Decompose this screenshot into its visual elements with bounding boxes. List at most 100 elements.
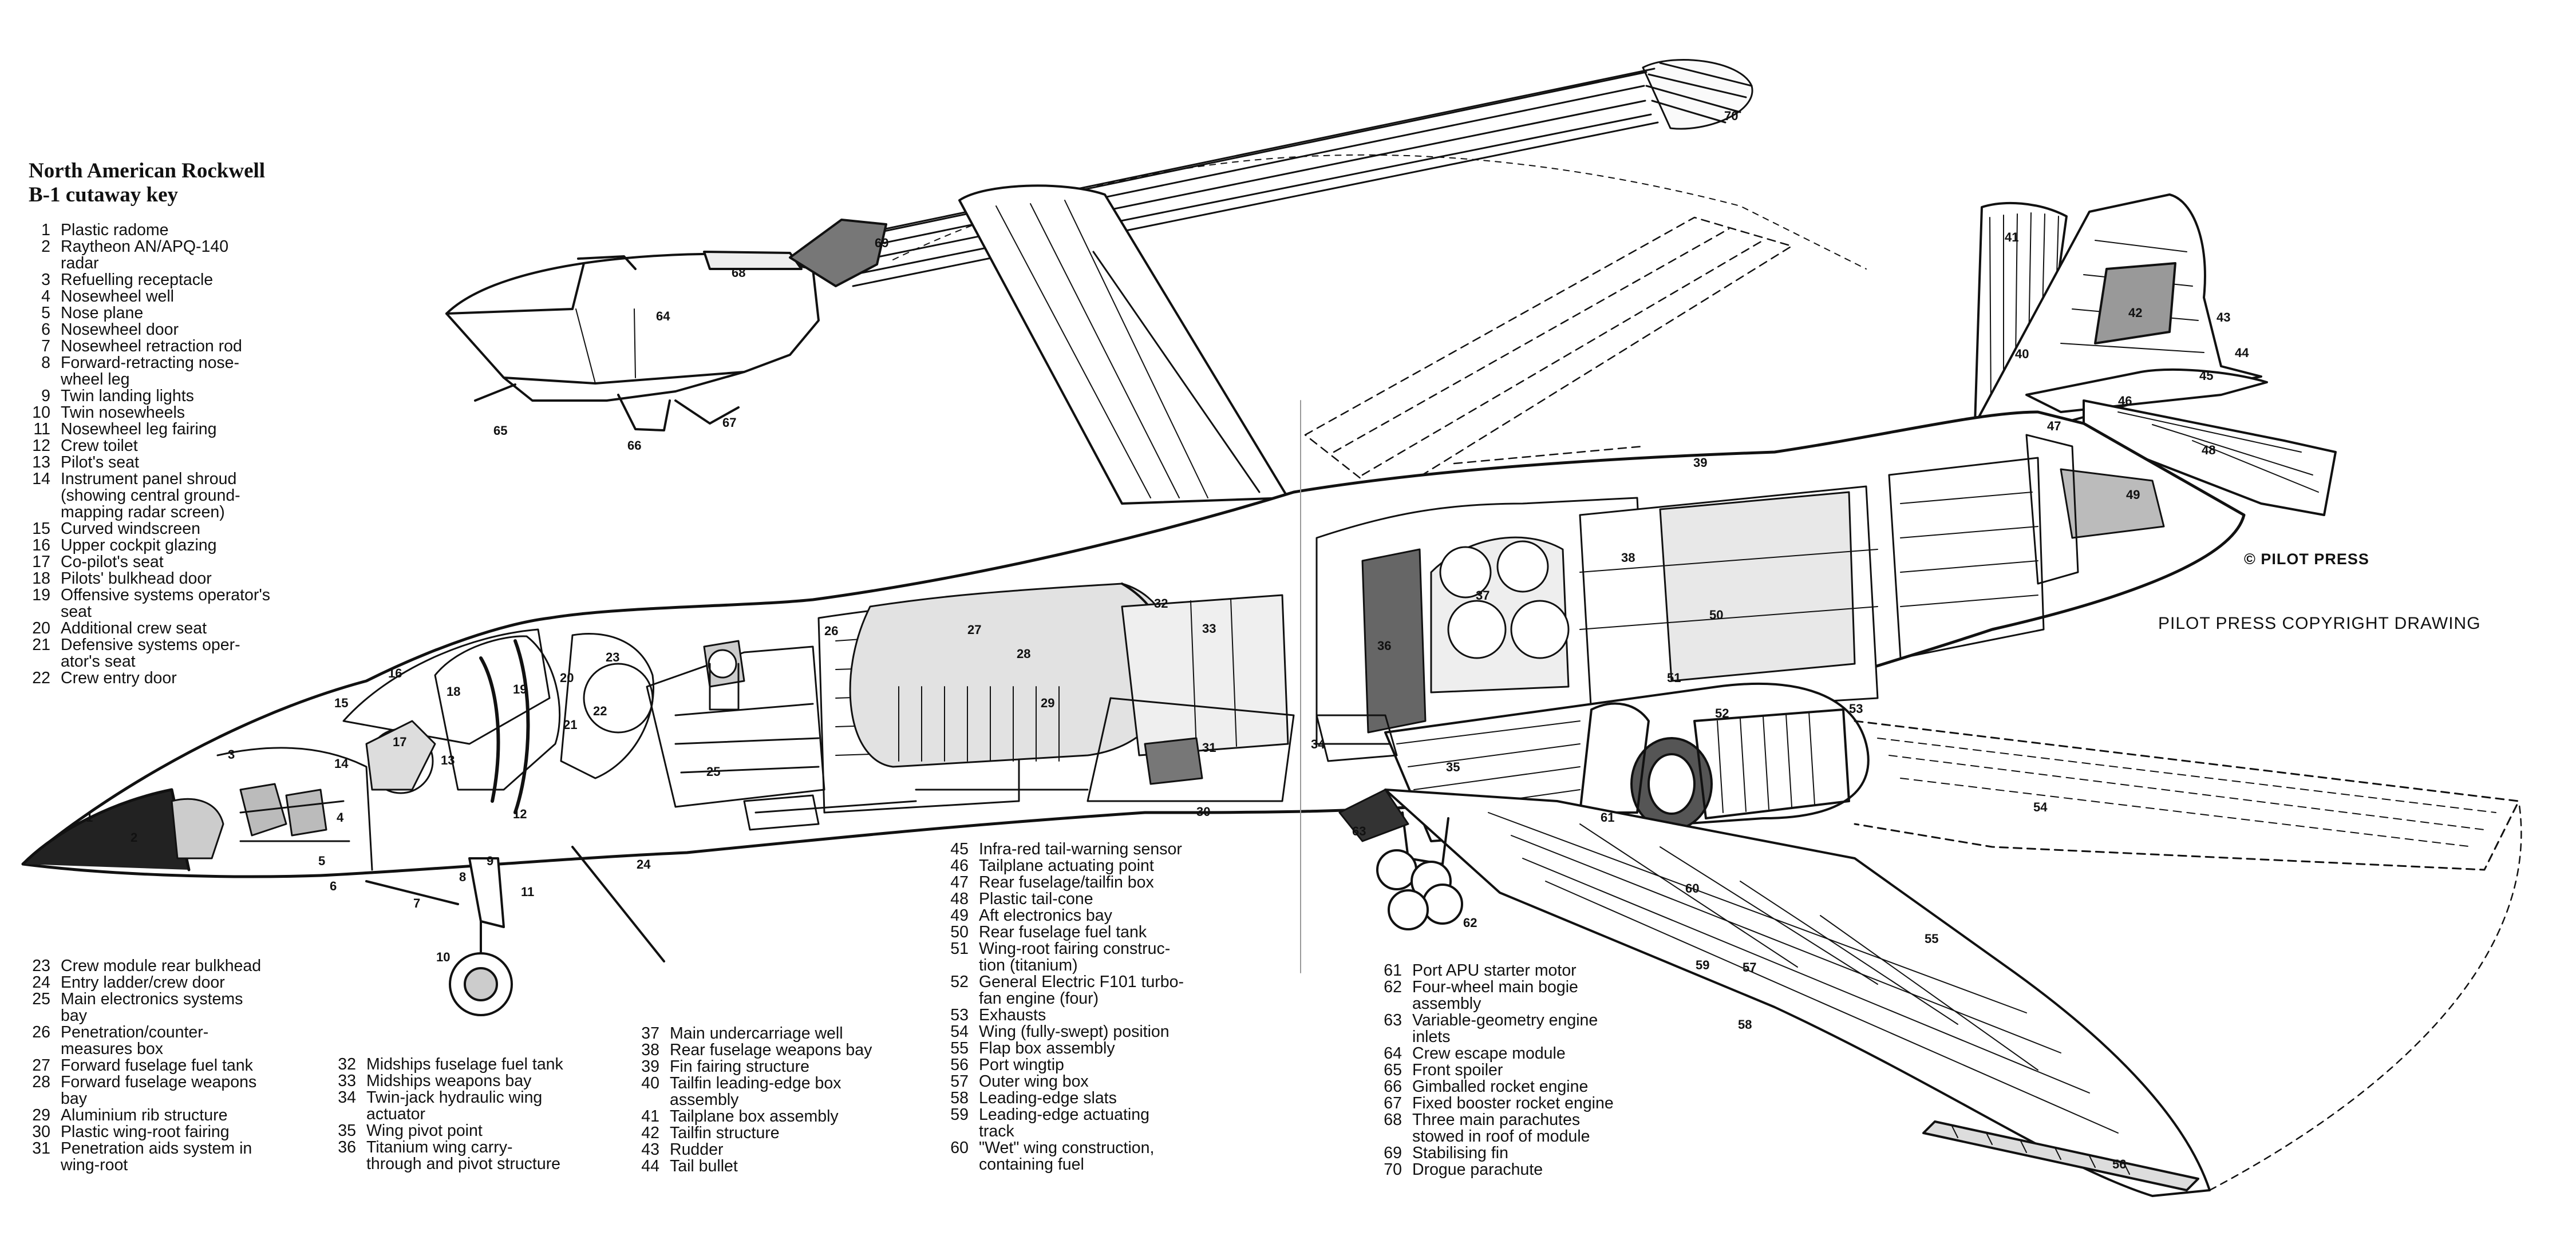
key-label-line: Refuelling receptacle: [61, 271, 214, 289]
key-label-line: measures box: [61, 1040, 164, 1058]
callout-22: 22: [593, 704, 607, 718]
key-label-line: Midships fuselage fuel tank: [366, 1055, 563, 1073]
callout-31: 31: [1202, 740, 1216, 755]
key-label-line: Port APU starter motor: [1412, 961, 1577, 980]
key-number: 36: [338, 1138, 356, 1156]
key-item-5: 5 Nose plane: [25, 305, 293, 322]
key-label-line: actuator: [366, 1105, 425, 1123]
key-number: 49: [950, 906, 969, 925]
key-label-line: Wing (fully-swept) position: [979, 1023, 1170, 1041]
key-label-line: Additional crew seat: [61, 619, 207, 637]
key-label-line: ator's seat: [61, 652, 136, 671]
callout-47: 47: [2047, 419, 2061, 433]
callout-13: 13: [441, 753, 455, 767]
key-label-line: Infra-red tail-warning sensor: [979, 840, 1182, 858]
key-number: 5: [41, 304, 50, 322]
key-number: 2: [41, 237, 50, 256]
key-label-line: Exhausts: [979, 1006, 1046, 1024]
callout-33: 33: [1202, 621, 1216, 636]
key-number: 25: [32, 990, 50, 1008]
key-number: 63: [1384, 1011, 1402, 1029]
key-label-line: Stabilising fin: [1412, 1144, 1508, 1162]
callout-6: 6: [330, 879, 337, 893]
callout-57: 57: [1743, 960, 1757, 974]
callout-12: 12: [513, 807, 527, 821]
key-number: 70: [1384, 1160, 1402, 1179]
callout-35: 35: [1446, 760, 1460, 774]
key-number: 51: [950, 940, 969, 958]
drogue-parachute: [812, 59, 1867, 287]
key-label-line: Penetration/counter-: [61, 1023, 209, 1041]
copyright-notice: PILOT PRESS COPYRIGHT DRAWING: [2158, 614, 2481, 633]
key-number: 45: [950, 840, 969, 858]
pilot-press-logo: © PILOT PRESS: [2244, 550, 2369, 568]
callout-65: 65: [493, 423, 508, 438]
key-number: 31: [32, 1139, 50, 1158]
key-number: 21: [32, 636, 50, 654]
callout-5: 5: [318, 854, 326, 868]
key-number: 47: [950, 873, 969, 892]
key-label-line: Tail bullet: [670, 1157, 738, 1175]
callout-2: 2: [131, 830, 138, 845]
key-label-line: Leading-edge slats: [979, 1089, 1117, 1107]
key-label-line: Drogue parachute: [1412, 1160, 1543, 1179]
key-number: 11: [33, 420, 50, 438]
callout-29: 29: [1041, 696, 1055, 710]
key-label-line: Pilot's seat: [61, 453, 139, 472]
title-line-2: B-1 cutaway key: [29, 183, 179, 207]
key-label-line: Nosewheel leg fairing: [61, 420, 217, 438]
main-undercarriage: [1376, 811, 1463, 930]
key-number: 18: [32, 569, 50, 588]
key-number: 33: [338, 1072, 356, 1090]
key-label-line: Fixed booster rocket engine: [1412, 1094, 1614, 1112]
key-label-line: Wing pivot point: [366, 1122, 483, 1140]
key-label-line: Forward-retracting nose-: [61, 354, 240, 372]
key-label-line: Nose plane: [61, 304, 144, 322]
key-number: 19: [32, 586, 50, 604]
callout-67: 67: [722, 415, 737, 430]
key-label-line: Three main parachutes: [1412, 1111, 1581, 1129]
callout-30: 30: [1196, 805, 1211, 819]
callout-3: 3: [228, 747, 235, 762]
callout-51: 51: [1667, 671, 1681, 685]
key-number: 41: [641, 1107, 659, 1126]
key-number: 17: [32, 553, 50, 571]
key-label-line: Leading-edge actuating: [979, 1106, 1149, 1124]
key-item-70: 70 Drogue parachute: [1377, 1162, 1652, 1178]
key-number: 39: [641, 1057, 659, 1076]
key-label-line: "Wet" wing construction,: [979, 1139, 1155, 1157]
key-number: 52: [950, 973, 969, 991]
upper-wing: [958, 184, 1289, 505]
key-label-line: inlets: [1412, 1028, 1451, 1046]
callout-26: 26: [824, 624, 839, 638]
key-label-line: Titanium wing carry-: [366, 1138, 513, 1156]
key-label-line: Nosewheel door: [61, 320, 179, 339]
key-number: 60: [950, 1139, 969, 1157]
